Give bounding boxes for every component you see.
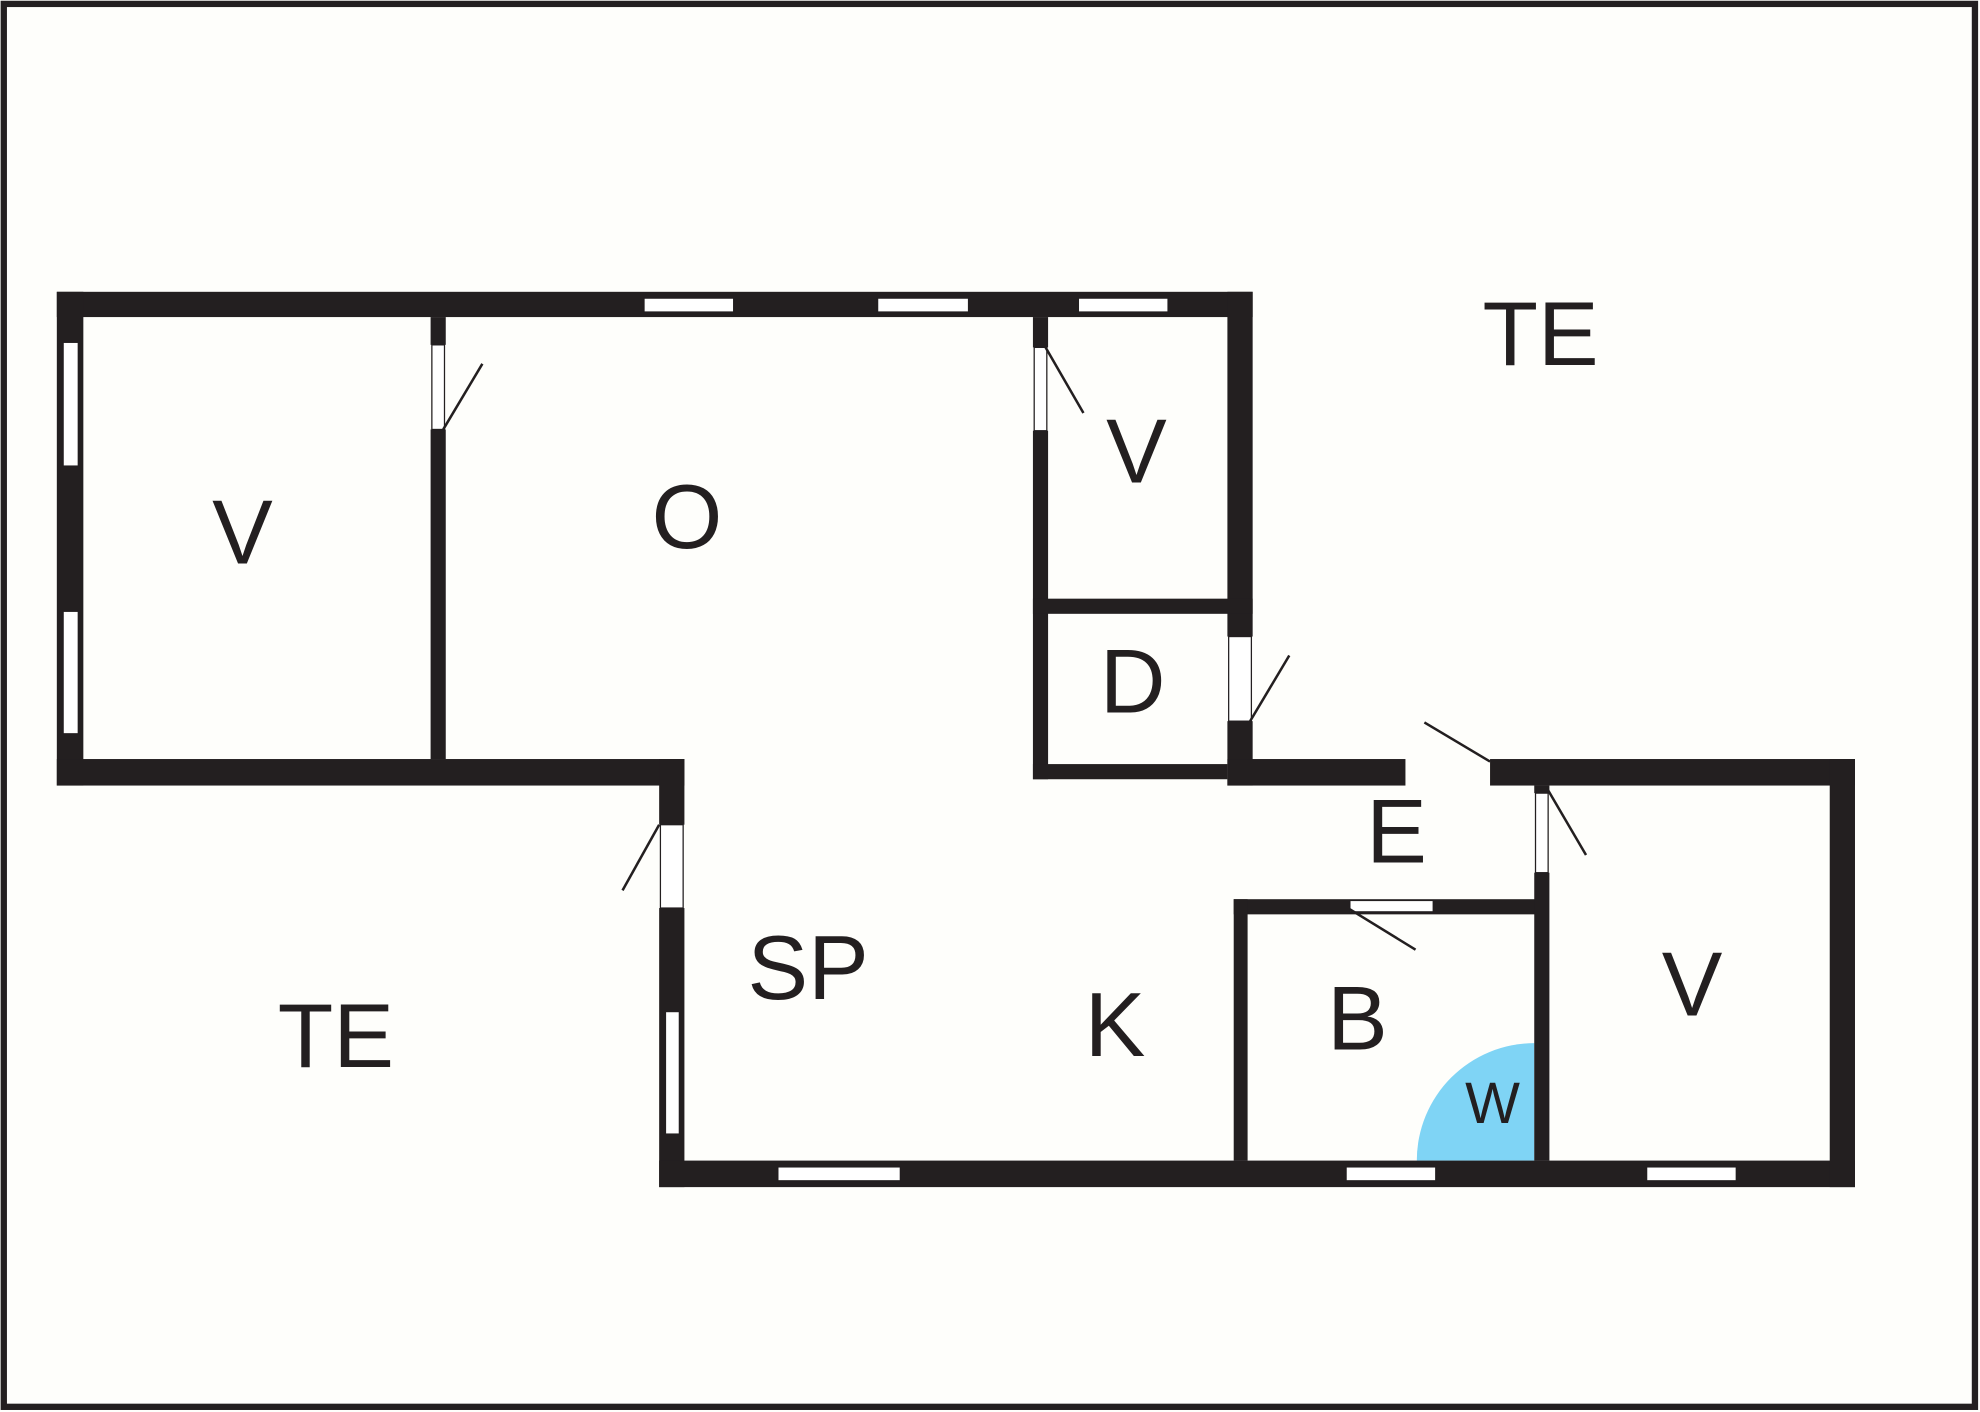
wardrobe-area (1416, 1043, 1535, 1161)
doors (442, 346, 1588, 951)
room-label-v-top: V (1106, 402, 1167, 503)
room-label-k: K (1085, 975, 1146, 1076)
room-label-b: B (1327, 968, 1388, 1069)
room-label-e: E (1366, 782, 1427, 883)
windows (62, 297, 1737, 1182)
room-label-sp: SP (748, 918, 869, 1019)
room-label-w: W (1465, 1071, 1520, 1136)
room-label-o: O (652, 467, 723, 568)
room-label-v-right: V (1662, 934, 1723, 1035)
room-label-v-left: V (212, 482, 273, 583)
walls (56, 291, 1855, 1188)
room-label-d: D (1100, 631, 1166, 732)
room-label-te-top: TE (1482, 284, 1598, 385)
room-label-te-bottom: TE (278, 986, 394, 1087)
